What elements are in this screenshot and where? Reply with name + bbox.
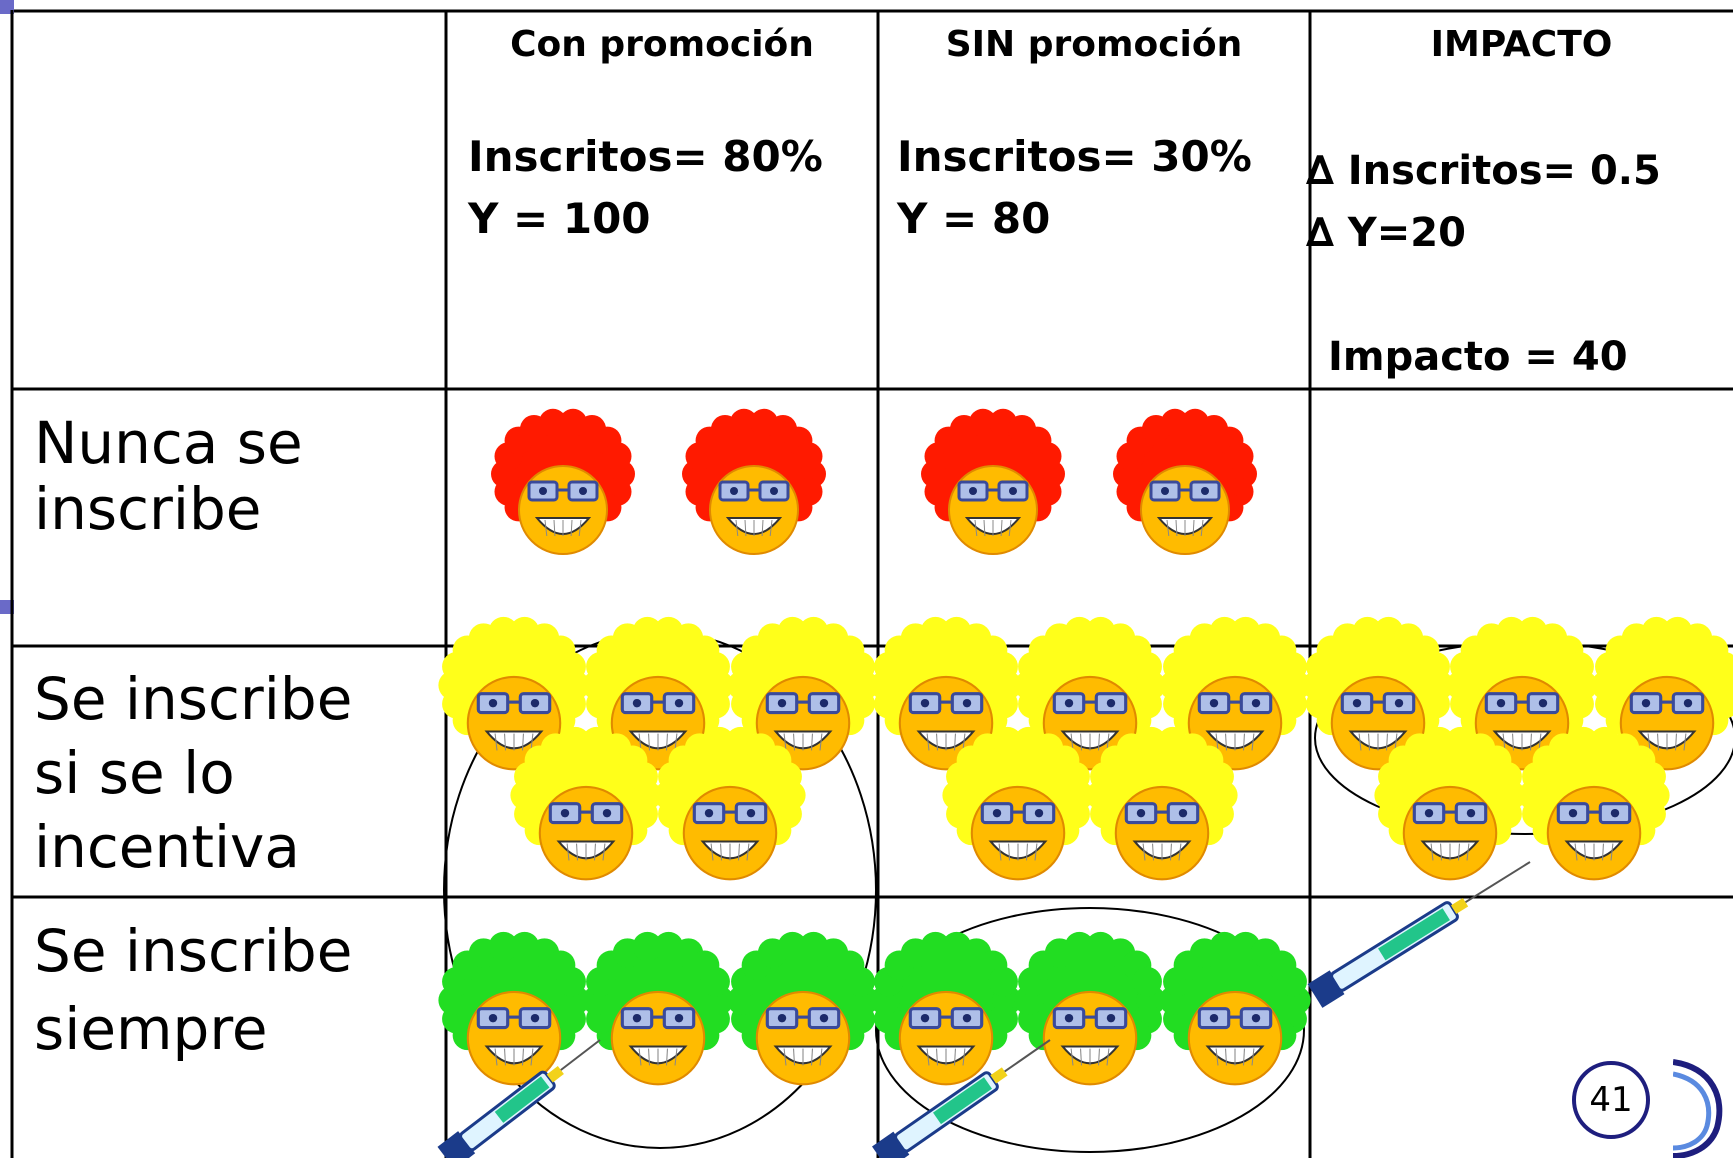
group-ellipse-sin-promocion <box>875 907 1305 1153</box>
face-siempre-col1-2 <box>582 931 734 1086</box>
face-incentiva-col2-2 <box>1014 616 1166 771</box>
row-label-nunca-line2: inscribe <box>34 475 262 543</box>
face-incentiva-col3-1 <box>1302 616 1454 771</box>
column-impacto-delta-inscritos: ∆ Inscritos= 0.5 <box>1306 148 1661 194</box>
column-con-y: Y = 100 <box>468 194 651 243</box>
row-label-incentiva-line1: Se inscribe <box>34 665 353 733</box>
row-label-siempre-line1: Se inscribe <box>34 917 353 985</box>
face-nunca-3 <box>921 408 1065 555</box>
face-nunca-1 <box>491 408 635 555</box>
column-header-con-promocion: Con promoción <box>510 24 814 65</box>
face-siempre-col1-1 <box>438 931 590 1086</box>
syringe-icon-sin-promocion <box>872 1039 1051 1158</box>
row-label-nunca-line1: Nunca se <box>34 409 303 477</box>
syringe-icon-con-promocion <box>437 1039 601 1158</box>
face-nunca-4 <box>1113 408 1257 555</box>
face-siempre-col2-3 <box>1159 931 1311 1086</box>
face-incentiva-col1-5 <box>654 726 806 881</box>
column-header-sin-promocion: SIN promoción <box>945 24 1243 65</box>
column-con-inscritos: Inscritos= 80% <box>468 132 823 181</box>
row-label-incentiva-line3: incentiva <box>34 813 300 881</box>
face-incentiva-col3-2 <box>1446 616 1598 771</box>
face-siempre-col1-3 <box>727 931 879 1086</box>
row-label-incentiva-line2: si se lo <box>34 739 235 807</box>
row-label-siempre-line2: siempre <box>34 995 268 1063</box>
face-incentiva-col2-4 <box>942 726 1094 881</box>
page-number-badge: 41 <box>1572 1061 1650 1139</box>
face-incentiva-col2-5 <box>1086 726 1238 881</box>
face-incentiva-col3-5 <box>1518 726 1670 881</box>
face-incentiva-col1-4 <box>510 726 662 881</box>
column-impacto-delta-y: ∆ Y=20 <box>1306 210 1466 256</box>
column-sin-inscritos: Inscritos= 30% <box>897 132 1252 181</box>
column-header-impacto: IMPACTO <box>1430 24 1613 65</box>
syringe-icon-impacto <box>1307 861 1531 1008</box>
face-incentiva-col3-4 <box>1374 726 1526 881</box>
page-number-swirl-icon <box>1673 1059 1723 1158</box>
column-sin-y: Y = 80 <box>897 194 1051 243</box>
face-siempre-col2-1 <box>870 931 1022 1086</box>
face-nunca-2 <box>682 408 826 555</box>
face-siempre-col2-2 <box>1014 931 1166 1086</box>
impacto-value: Impacto = 40 <box>1328 334 1628 380</box>
face-incentiva-col1-3 <box>727 616 879 771</box>
